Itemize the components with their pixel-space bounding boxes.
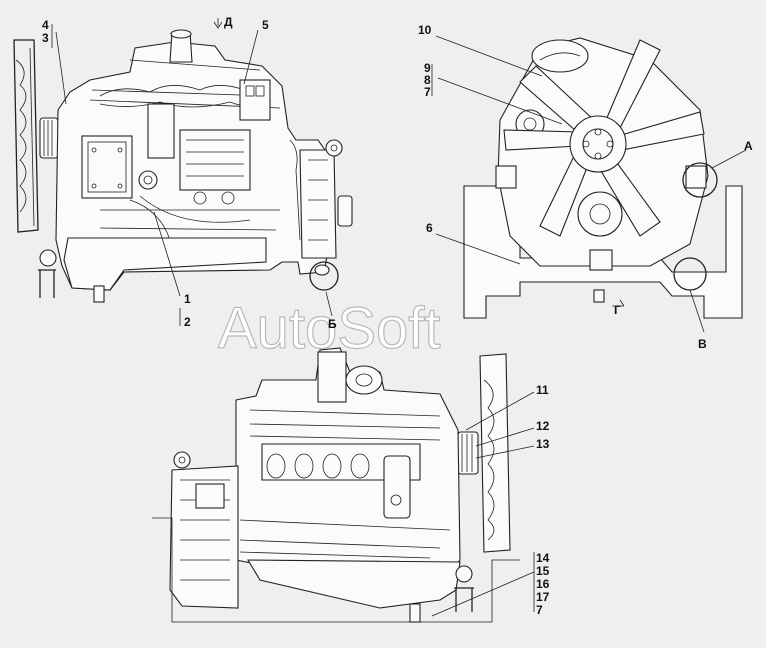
crank-pulley xyxy=(39,117,59,159)
callout-14: 14 xyxy=(536,551,550,565)
ecu-box xyxy=(81,135,133,199)
callout-11: 11 xyxy=(536,383,549,397)
watermark-text: AutoSoft xyxy=(218,296,440,361)
view-letter-V: В xyxy=(698,337,707,351)
detail-circle-A xyxy=(682,162,718,198)
callout-7-top: 7 xyxy=(424,85,431,99)
callout-15: 15 xyxy=(536,564,550,578)
callout-16: 16 xyxy=(536,577,550,591)
view-letter-D: Д xyxy=(224,15,233,29)
callout-9: 9 xyxy=(424,61,431,75)
callout-3: 3 xyxy=(42,31,49,45)
callout-4: 4 xyxy=(42,18,49,32)
detail-circle-B xyxy=(309,261,339,291)
callout-8: 8 xyxy=(424,73,431,87)
callout-6: 6 xyxy=(426,221,433,235)
engine-side-view-right xyxy=(152,347,535,623)
engine-front-view xyxy=(431,35,747,333)
callout-1: 1 xyxy=(184,292,191,306)
callout-10: 10 xyxy=(418,23,432,37)
callout-2: 2 xyxy=(184,315,191,329)
fan-front xyxy=(503,39,705,237)
engine-side-view-left xyxy=(13,18,353,326)
callout-7-bottom: 7 xyxy=(536,603,543,617)
callout-13: 13 xyxy=(536,437,550,451)
view-letter-A: А xyxy=(744,139,753,153)
fan-edge-view xyxy=(13,39,39,233)
callout-17: 17 xyxy=(536,590,550,604)
callout-12: 12 xyxy=(536,419,550,433)
callout-labels: 4 3 5 1 2 10 9 8 7 6 11 12 13 14 15 16 1… xyxy=(42,18,550,617)
view-letter-B: Б xyxy=(328,317,337,331)
callout-5: 5 xyxy=(262,18,269,32)
view-letter-G: Г xyxy=(614,303,621,317)
view-letters: Д Б А В Г xyxy=(224,15,753,351)
